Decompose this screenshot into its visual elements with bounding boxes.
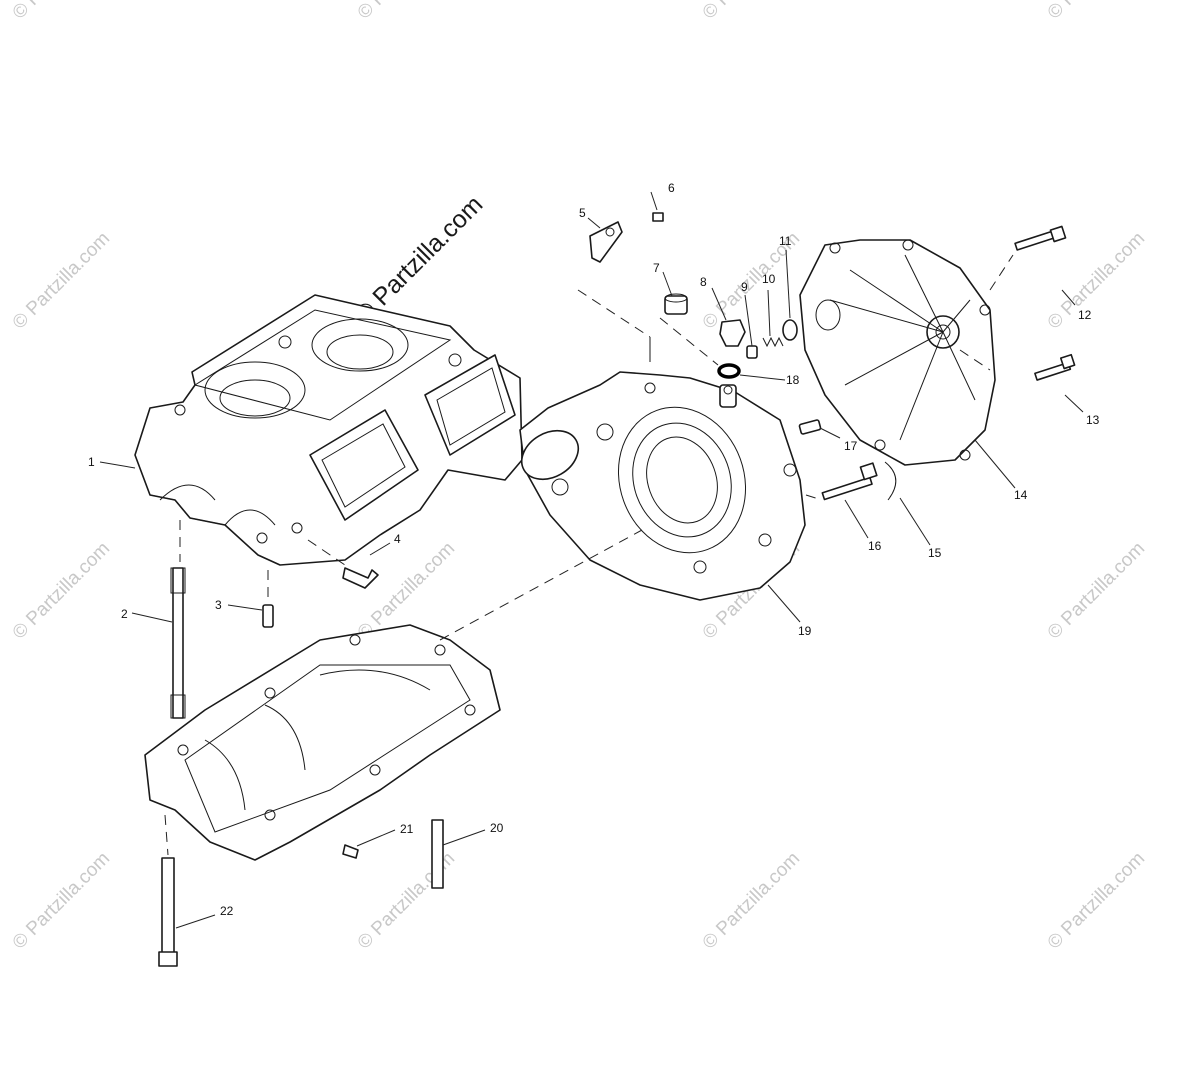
rotary-valve-cover bbox=[799, 239, 996, 466]
callout-8: 8 bbox=[700, 275, 707, 289]
callout-16: 16 bbox=[868, 539, 882, 553]
watermark: © Partzilla.com bbox=[354, 0, 459, 24]
watermark: © Partzilla.com bbox=[699, 0, 804, 24]
callout-13: 13 bbox=[1086, 413, 1100, 427]
watermark: © Partzilla.com bbox=[9, 848, 114, 953]
callout-22: 22 bbox=[220, 904, 234, 918]
upper-crankcase bbox=[134, 294, 523, 566]
callout-21: 21 bbox=[400, 822, 414, 836]
small-screw bbox=[342, 844, 359, 859]
assembly-lines bbox=[164, 254, 1014, 856]
callout-6: 6 bbox=[668, 181, 675, 195]
bolt-13 bbox=[1034, 353, 1076, 381]
plug-8 bbox=[719, 319, 746, 347]
watermark: © Partzilla.com bbox=[1044, 228, 1149, 333]
callout-19: 19 bbox=[798, 624, 812, 638]
nipple-fitting bbox=[342, 567, 379, 589]
callout-11: 11 bbox=[779, 234, 792, 248]
callout-3: 3 bbox=[215, 598, 222, 612]
callout-14: 14 bbox=[1014, 488, 1028, 502]
o-ring-18 bbox=[717, 363, 741, 379]
dowel-pin bbox=[262, 604, 274, 628]
callout-18: 18 bbox=[786, 373, 800, 387]
callout-4: 4 bbox=[394, 532, 401, 546]
watermark: © Partzilla.com bbox=[1044, 0, 1149, 24]
callout-10: 10 bbox=[762, 272, 776, 286]
leader-lines bbox=[99, 191, 1084, 929]
washer-9 bbox=[746, 345, 758, 359]
callout-20: 20 bbox=[490, 821, 504, 835]
callout-17: 17 bbox=[844, 439, 858, 453]
watermark: © Partzilla.com bbox=[1044, 848, 1149, 953]
spring-10 bbox=[762, 336, 784, 348]
callout-5: 5 bbox=[579, 206, 586, 220]
long-bolt bbox=[158, 857, 178, 967]
callout-7: 7 bbox=[653, 261, 660, 275]
callout-2: 2 bbox=[121, 607, 128, 621]
gasket-15 bbox=[884, 461, 897, 501]
o-ring-11 bbox=[782, 319, 798, 341]
short-stud bbox=[431, 819, 444, 889]
rotary-valve-housing bbox=[519, 371, 806, 601]
callout-15: 15 bbox=[928, 546, 942, 560]
callout-9: 9 bbox=[741, 280, 748, 294]
small-screw-6 bbox=[652, 212, 664, 222]
stud-bolt bbox=[170, 567, 186, 719]
callout-1: 1 bbox=[88, 455, 95, 469]
callout-labels: 1 2 3 4 5 6 7 8 9 10 11 12 13 14 15 16 1… bbox=[88, 181, 1100, 918]
lower-crankcase bbox=[144, 624, 501, 861]
pin-17 bbox=[798, 419, 822, 435]
watermark: © Partzilla.com bbox=[9, 228, 114, 333]
watermark: © Partzilla.com bbox=[699, 848, 804, 953]
bolt-12 bbox=[1014, 225, 1067, 251]
bolt-16 bbox=[821, 462, 878, 501]
watermark: © Partzilla.com bbox=[1044, 538, 1149, 643]
bushing-7 bbox=[664, 293, 688, 315]
callout-12: 12 bbox=[1078, 308, 1092, 322]
oil-pump-lever bbox=[589, 221, 623, 263]
watermark: © Partzilla.com bbox=[9, 0, 114, 24]
watermark: © Partzilla.com bbox=[9, 538, 114, 643]
